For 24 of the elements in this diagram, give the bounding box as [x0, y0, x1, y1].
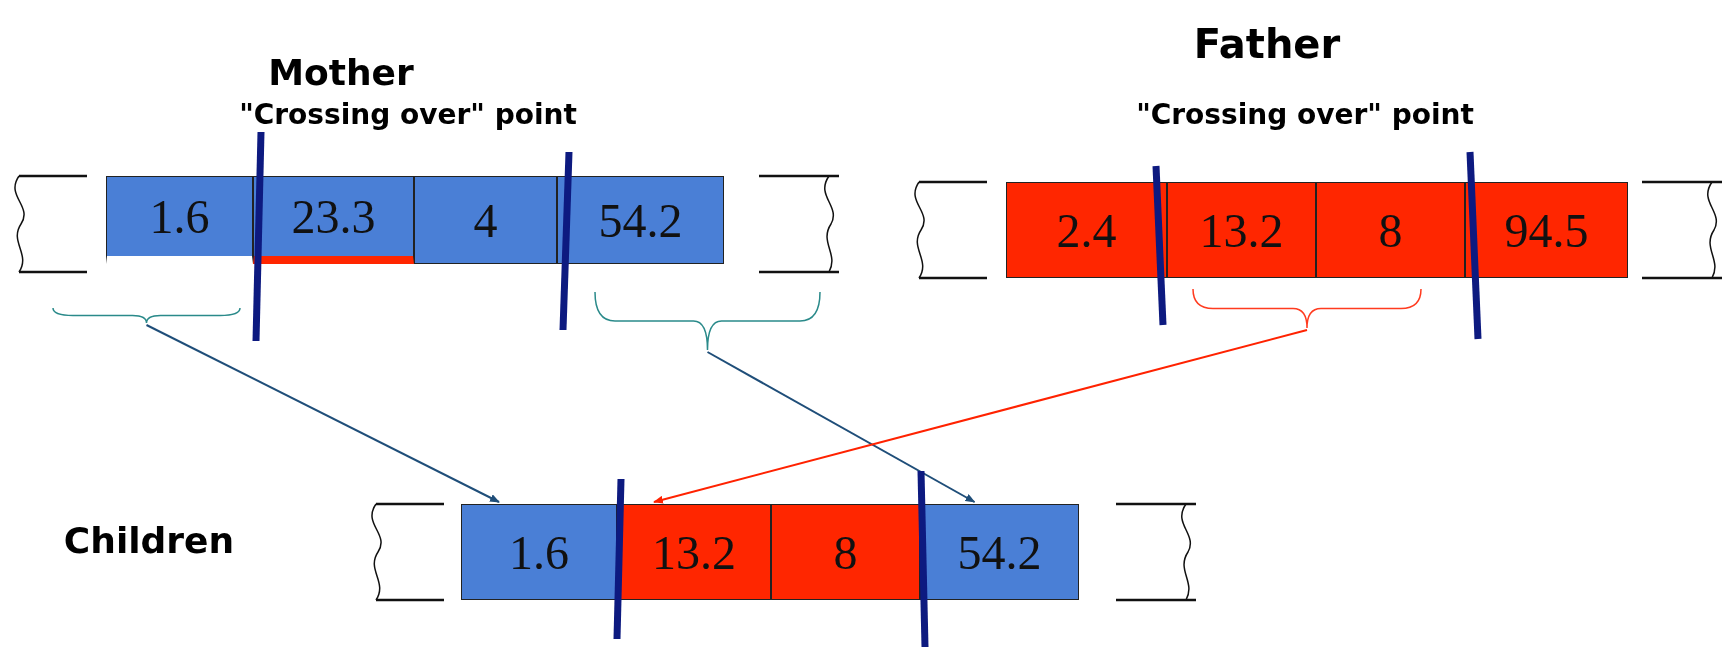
gene-segment: 1.6: [106, 176, 253, 264]
gene-segment: 8: [1316, 182, 1465, 278]
heading: Children: [63, 519, 235, 561]
heading: Mother: [268, 51, 414, 93]
gene-segment: 1.6: [461, 504, 617, 600]
arrow: [653, 329, 1308, 504]
curly-brace: [1192, 288, 1422, 329]
annotation: "Crossing over" point: [1136, 97, 1474, 131]
curly-brace: [594, 291, 821, 351]
arrow: [145, 324, 500, 503]
gene-segment: 23.3: [253, 176, 414, 264]
chromosome: [17, 176, 839, 272]
heading: Father: [1193, 21, 1341, 67]
chromosome: [374, 504, 1196, 600]
gene-segment: 2.4: [1006, 182, 1167, 278]
gene-segment: 4: [414, 176, 557, 264]
gene-segment: 94.5: [1465, 182, 1628, 278]
curly-brace: [52, 307, 241, 324]
gene-segment: 8: [771, 504, 920, 600]
gene-segment: 13.2: [1167, 182, 1316, 278]
annotation: "Crossing over" point: [239, 97, 577, 131]
arrow: [706, 351, 976, 503]
chromosome: [917, 182, 1722, 278]
gene-segment: 54.2: [557, 176, 724, 264]
